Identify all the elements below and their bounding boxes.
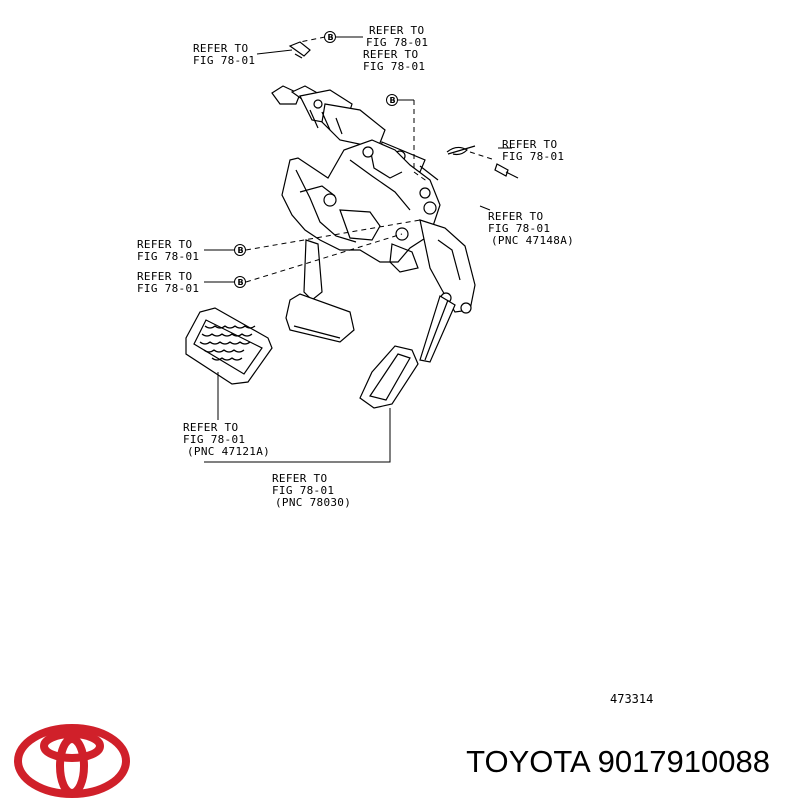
- callout-label: REFER TO FIG 78-01: [137, 238, 199, 263]
- callout-label: REFER TO FIG 78-01: [137, 270, 199, 295]
- svg-text:REFER TO: REFER TO: [363, 48, 418, 61]
- svg-text:REFER TO: REFER TO: [137, 238, 192, 251]
- svg-text:REFER TO: REFER TO: [183, 421, 238, 434]
- toyota-logo-ellipses: [14, 724, 130, 798]
- b-marker: B: [386, 94, 398, 106]
- svg-text:FIG 78-01: FIG 78-01: [366, 36, 428, 49]
- svg-text:FIG 78-01: FIG 78-01: [488, 222, 550, 235]
- pedal-pad-cover: [185, 307, 273, 385]
- callout-label: REFER TO FIG 78-01 (PNC 47121A): [183, 421, 270, 458]
- svg-text:B: B: [238, 246, 244, 255]
- svg-text:REFER TO: REFER TO: [502, 138, 557, 151]
- callout-label: REFER TO FIG 78-01 (PNC 78030): [272, 472, 351, 509]
- svg-text:REFER TO: REFER TO: [193, 42, 248, 55]
- pedal-bracket-drawing: [185, 41, 519, 409]
- svg-text:B: B: [328, 33, 334, 42]
- svg-text:(PNC 47121A): (PNC 47121A): [187, 445, 270, 458]
- left-pedal: [285, 239, 355, 343]
- svg-text:REFER TO: REFER TO: [137, 270, 192, 283]
- svg-text:FIG 78-01: FIG 78-01: [137, 282, 199, 295]
- callout-label: REFER TO FIG 78-01: [366, 24, 428, 49]
- callout-label: REFER TO FIG 78-01: [363, 48, 425, 73]
- right-pedal-pad: [359, 345, 419, 409]
- toyota-logo: [14, 724, 130, 798]
- main-bracket: [281, 139, 441, 273]
- top-clip: [288, 41, 311, 59]
- callout-label: REFER TO FIG 78-01: [502, 138, 564, 163]
- svg-text:B: B: [390, 96, 396, 105]
- svg-text:(PNC 78030): (PNC 78030): [275, 496, 351, 509]
- svg-text:REFER TO: REFER TO: [488, 210, 543, 223]
- right-pedal-arm: [419, 219, 476, 363]
- b-marker: B: [324, 31, 336, 43]
- svg-text:FIG 78-01: FIG 78-01: [502, 150, 564, 163]
- leader-lines: [204, 36, 512, 463]
- svg-text:REFER TO: REFER TO: [272, 472, 327, 485]
- svg-text:FIG 78-01: FIG 78-01: [272, 484, 334, 497]
- callout-label: REFER TO FIG 78-01 (PNC 47148A): [488, 210, 574, 247]
- retaining-clip: [446, 145, 476, 156]
- svg-text:FIG 78-01: FIG 78-01: [183, 433, 245, 446]
- svg-text:B: B: [238, 278, 244, 287]
- svg-text:FIG 78-01: FIG 78-01: [137, 250, 199, 263]
- figure-number: 473314: [610, 692, 653, 706]
- b-marker: B: [234, 276, 246, 288]
- svg-text:FIG 78-01: FIG 78-01: [193, 54, 255, 67]
- svg-text:FIG 78-01: FIG 78-01: [363, 60, 425, 73]
- callout-label: REFER TO FIG 78-01: [193, 42, 255, 67]
- bolt: [494, 163, 519, 179]
- svg-text:(PNC 47148A): (PNC 47148A): [491, 234, 574, 247]
- b-marker: B: [234, 244, 246, 256]
- svg-text:REFER TO: REFER TO: [369, 24, 424, 37]
- brand-caption: TOYOTA 9017910088: [466, 744, 770, 779]
